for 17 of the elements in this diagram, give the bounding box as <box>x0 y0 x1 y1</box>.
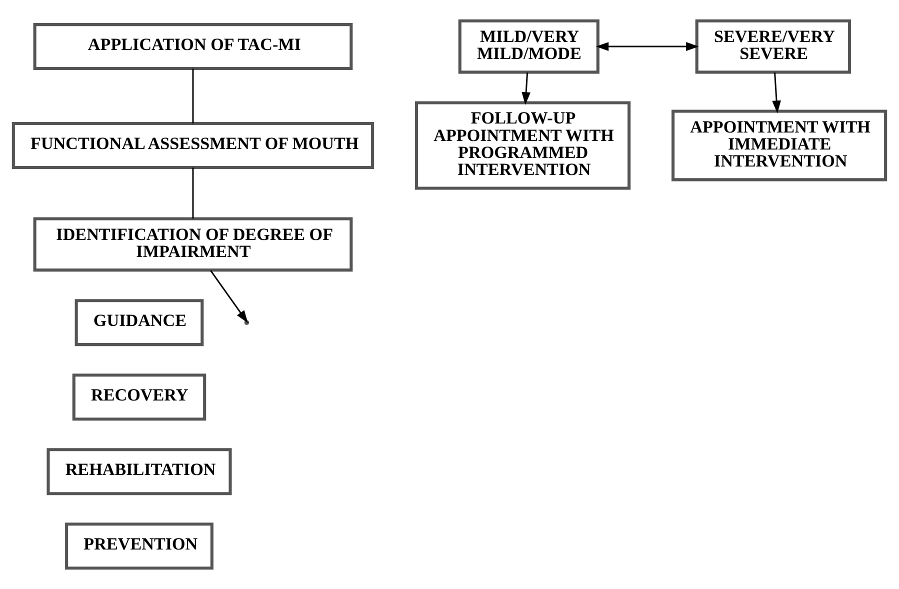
arrow <box>522 72 531 105</box>
node-box: APPLICATION OF TAC-MI <box>33 23 353 70</box>
node-box: FUNCTIONAL ASSESSMENT OF MOUTH <box>12 122 374 169</box>
connector <box>192 168 194 219</box>
arrow <box>772 72 781 114</box>
arrow <box>596 42 699 51</box>
node-box: GUIDANCE <box>74 299 204 346</box>
connector <box>192 68 194 124</box>
node-box: SEVERE/VERY SEVERE <box>695 19 852 74</box>
node-box: FOLLOW-UP APPOINTMENT WITH PROGRAMMED INTERVENTION <box>415 101 631 190</box>
node-box: IDENTIFICATION OF DEGREE OF IMPAIRMENT <box>33 217 353 272</box>
node-box: REHABILITATION <box>46 448 232 496</box>
node-box: MILD/VERY MILD/MODE <box>458 19 600 74</box>
node-box: PREVENTION <box>65 522 214 570</box>
node-box: APPOINTMENT WITH IMMEDIATE INTERVENTION <box>672 110 888 182</box>
arrow <box>210 270 248 324</box>
node-box: RECOVERY <box>72 374 206 421</box>
